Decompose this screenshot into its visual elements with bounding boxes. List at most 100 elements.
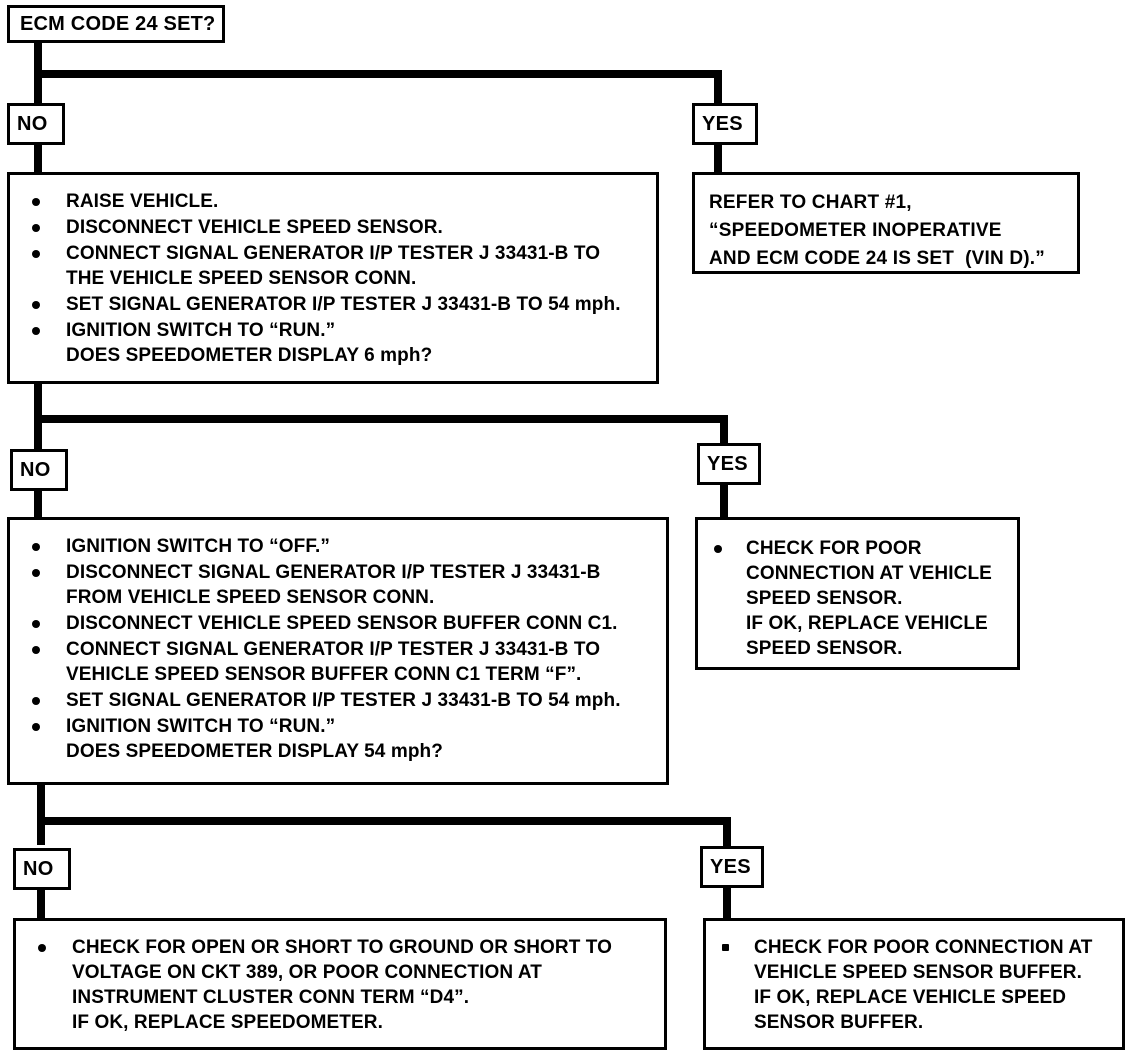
step3-right-l1: VEHICLE SPEED SENSOR BUFFER. <box>754 962 1082 983</box>
step2-left-l5a: IGNITION SWITCH TO “RUN.” <box>66 716 336 737</box>
step3-right-l3: SENSOR BUFFER. <box>754 1012 924 1033</box>
connector-row1-yes-stem <box>714 70 722 106</box>
step2-right-box: CHECK FOR POOR CONNECTION AT VEHICLE SPE… <box>695 517 1020 670</box>
step2-left-l3b: VEHICLE SPEED SENSOR BUFFER CONN C1 TERM… <box>66 664 582 685</box>
bullet-icon <box>714 545 722 553</box>
step1-left-l1: DISCONNECT VEHICLE SPEED SENSOR. <box>66 217 443 238</box>
list-item: RAISE VEHICLE. <box>24 189 646 214</box>
bullet-icon <box>32 198 40 206</box>
connector-row2-no-to-box <box>34 489 42 519</box>
bullet-icon <box>32 224 40 232</box>
step3-right-l0: CHECK FOR POOR CONNECTION AT <box>754 937 1093 958</box>
list-item: CHECK FOR POOR CONNECTION AT VEHICLE SPE… <box>704 536 1007 661</box>
step1-left-l4b: DOES SPEEDOMETER DISPLAY 6 mph? <box>66 345 433 366</box>
bullet-icon <box>32 301 40 309</box>
step2-right-l2: SPEED SENSOR. <box>746 588 903 609</box>
connector-row1-yes-to-box <box>714 145 722 175</box>
connector-row3-yes-to-box <box>723 888 731 920</box>
connector-row2-no-stem <box>34 415 42 449</box>
bullet-icon <box>32 250 40 258</box>
list-item: CHECK FOR OPEN OR SHORT TO GROUND OR SHO… <box>30 935 654 1035</box>
step1-left-l2b: THE VEHICLE SPEED SENSOR CONN. <box>66 268 417 289</box>
list-item: DISCONNECT VEHICLE SPEED SENSOR BUFFER C… <box>24 611 656 636</box>
step2-left-box: IGNITION SWITCH TO “OFF.” DISCONNECT SIG… <box>7 517 669 785</box>
branch-badge-row1-no: NO <box>7 103 65 145</box>
bullet-icon <box>722 944 729 951</box>
step2-left-l3a: CONNECT SIGNAL GENERATOR I/P TESTER J 33… <box>66 639 601 660</box>
step1-right-box: REFER TO CHART #1, “SPEEDOMETER INOPERAT… <box>692 172 1080 274</box>
connector-row3-yes-stem <box>723 817 731 850</box>
branch-label-row1-yes: YES <box>702 113 743 135</box>
connector-row3-no-to-box <box>37 888 45 920</box>
bullet-icon <box>32 543 40 551</box>
step2-right-l4: SPEED SENSOR. <box>746 638 903 659</box>
branch-badge-row3-yes: YES <box>700 846 764 888</box>
step3-left-l1: VOLTAGE ON CKT 389, OR POOR CONNECTION A… <box>72 962 542 983</box>
step2-right-list: CHECK FOR POOR CONNECTION AT VEHICLE SPE… <box>704 536 1007 661</box>
connector-row2-bar <box>34 415 728 423</box>
step1-right-l0: REFER TO CHART #1, <box>709 192 912 213</box>
bullet-icon <box>38 944 46 952</box>
step1-left-box: RAISE VEHICLE. DISCONNECT VEHICLE SPEED … <box>7 172 659 384</box>
connector-row3-bar <box>37 817 731 825</box>
step2-left-l2: DISCONNECT VEHICLE SPEED SENSOR BUFFER C… <box>66 613 618 634</box>
step2-left-l0: IGNITION SWITCH TO “OFF.” <box>66 536 330 557</box>
list-item: SET SIGNAL GENERATOR I/P TESTER J 33431-… <box>24 292 646 317</box>
step1-left-l4a: IGNITION SWITCH TO “RUN.” <box>66 320 336 341</box>
step3-left-l3: IF OK, REPLACE SPEEDOMETER. <box>72 1012 383 1033</box>
connector-step1-down <box>34 384 42 420</box>
bullet-icon <box>32 569 40 577</box>
branch-badge-row2-yes: YES <box>697 443 761 485</box>
list-item: CONNECT SIGNAL GENERATOR I/P TESTER J 33… <box>24 241 646 291</box>
step2-left-l4: SET SIGNAL GENERATOR I/P TESTER J 33431-… <box>66 690 621 711</box>
branch-label-row1-no: NO <box>17 113 48 135</box>
step1-left-l0: RAISE VEHICLE. <box>66 191 219 212</box>
branch-label-row2-yes: YES <box>707 453 748 475</box>
step2-left-list: IGNITION SWITCH TO “OFF.” DISCONNECT SIG… <box>24 534 656 764</box>
bullet-icon <box>32 723 40 731</box>
list-item: IGNITION SWITCH TO “OFF.” <box>24 534 656 559</box>
step3-left-list: CHECK FOR OPEN OR SHORT TO GROUND OR SHO… <box>30 935 654 1035</box>
branch-badge-row3-no: NO <box>13 848 71 890</box>
step3-right-list: CHECK FOR POOR CONNECTION AT VEHICLE SPE… <box>712 935 1114 1035</box>
branch-badge-row2-no: NO <box>10 449 68 491</box>
connector-row1-no-to-box <box>34 145 42 175</box>
branch-label-row3-yes: YES <box>710 856 751 878</box>
branch-label-row2-no: NO <box>20 459 51 481</box>
connector-row1-no-stem <box>34 70 42 106</box>
step2-left-l1a: DISCONNECT SIGNAL GENERATOR I/P TESTER J… <box>66 562 601 583</box>
list-item: CHECK FOR POOR CONNECTION AT VEHICLE SPE… <box>712 935 1114 1035</box>
bullet-icon <box>32 327 40 335</box>
step3-left-l2: INSTRUMENT CLUSTER CONN TERM “D4”. <box>72 987 470 1008</box>
step3-right-l2: IF OK, REPLACE VEHICLE SPEED <box>754 987 1067 1008</box>
step2-right-l0: CHECK FOR POOR <box>746 538 922 559</box>
branch-badge-row1-yes: YES <box>692 103 758 145</box>
branch-label-row3-no: NO <box>23 858 54 880</box>
step2-right-l1: CONNECTION AT VEHICLE <box>746 563 992 584</box>
list-item: DISCONNECT SIGNAL GENERATOR I/P TESTER J… <box>24 560 656 610</box>
bullet-icon <box>32 620 40 628</box>
list-item: DISCONNECT VEHICLE SPEED SENSOR. <box>24 215 646 240</box>
list-item: SET SIGNAL GENERATOR I/P TESTER J 33431-… <box>24 688 656 713</box>
connector-root-down <box>34 42 42 78</box>
list-item: CONNECT SIGNAL GENERATOR I/P TESTER J 33… <box>24 637 656 687</box>
step3-left-l0: CHECK FOR OPEN OR SHORT TO GROUND OR SHO… <box>72 937 613 958</box>
root-question-label: ECM CODE 24 SET? <box>20 13 216 35</box>
step3-left-box: CHECK FOR OPEN OR SHORT TO GROUND OR SHO… <box>13 918 667 1050</box>
step3-right-box: CHECK FOR POOR CONNECTION AT VEHICLE SPE… <box>703 918 1125 1050</box>
list-item: IGNITION SWITCH TO “RUN.” DOES SPEEDOMET… <box>24 318 646 368</box>
step1-left-l3: SET SIGNAL GENERATOR I/P TESTER J 33431-… <box>66 294 621 315</box>
step1-right-l2: AND ECM CODE 24 IS SET (VIN D).” <box>709 248 1045 269</box>
step1-left-list: RAISE VEHICLE. DISCONNECT VEHICLE SPEED … <box>24 189 646 368</box>
root-question-box: ECM CODE 24 SET? <box>7 5 225 43</box>
connector-row1-bar <box>34 70 722 78</box>
bullet-icon <box>32 697 40 705</box>
connector-row2-yes-to-box <box>720 485 728 519</box>
step2-right-l3: IF OK, REPLACE VEHICLE <box>746 613 988 634</box>
list-item: IGNITION SWITCH TO “RUN.” DOES SPEEDOMET… <box>24 714 656 764</box>
connector-row2-yes-stem <box>720 415 728 449</box>
step2-left-l5b: DOES SPEEDOMETER DISPLAY 54 mph? <box>66 741 443 762</box>
step1-left-l2a: CONNECT SIGNAL GENERATOR I/P TESTER J 33… <box>66 243 601 264</box>
bullet-icon <box>32 646 40 654</box>
